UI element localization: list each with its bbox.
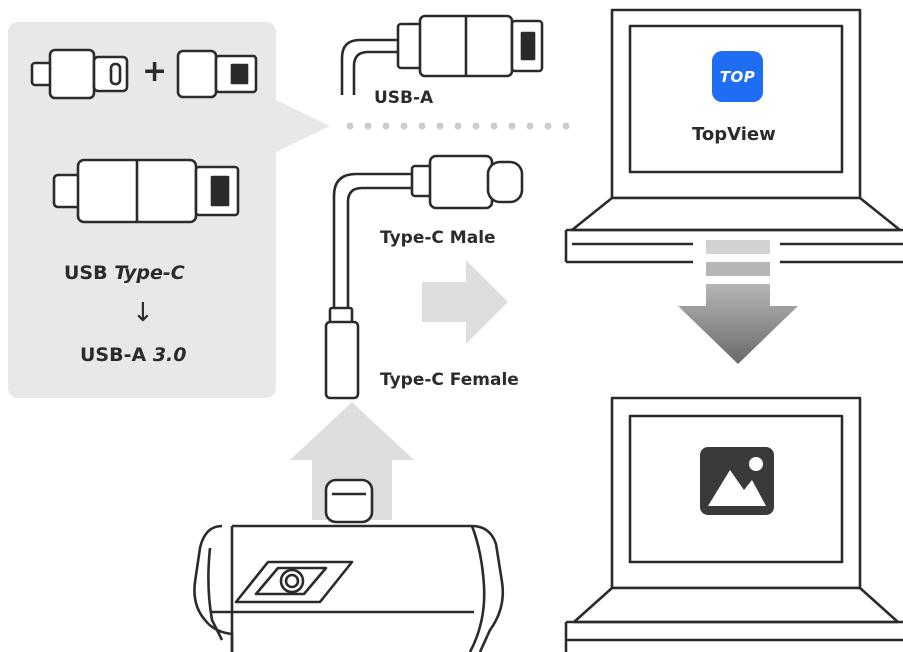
usb-a-plug-icon <box>176 49 258 99</box>
panel-line-usb-a-3: USB-A 3.0 <box>80 344 186 366</box>
arrow-down-icon <box>678 240 798 364</box>
usb-a-cable-icon <box>340 14 544 95</box>
thermal-camera-icon <box>193 478 505 652</box>
topview-app-icon: TOP <box>712 51 763 102</box>
type-c-female-label: Type-C Female <box>380 370 519 390</box>
type-c-plug-icon <box>30 48 129 100</box>
app-name-label: TopView <box>692 124 776 145</box>
panel-arrow-down: ↓ <box>132 298 154 328</box>
panel-line1-plain: USB <box>64 262 115 284</box>
arrow-up-icon <box>290 402 414 520</box>
panel-line-usb-type-c: USB Type-C <box>64 262 185 284</box>
type-c-male-label: Type-C Male <box>380 228 496 248</box>
panel-line1-italic: Type-C <box>114 262 185 284</box>
panel-line2-plain: USB-A <box>80 344 153 366</box>
adapter-icon <box>52 158 240 224</box>
usb-a-label: USB-A <box>374 88 434 108</box>
app-badge-text: TOP <box>719 67 756 86</box>
arrow-right-icon <box>422 260 508 344</box>
type-c-extension-cable-icon <box>324 154 524 400</box>
connection-dots <box>346 122 570 130</box>
laptop-display-icon <box>564 396 903 652</box>
panel-line2-italic: 3.0 <box>152 344 187 366</box>
image-icon <box>700 447 774 515</box>
plus-symbol: + <box>142 54 168 89</box>
